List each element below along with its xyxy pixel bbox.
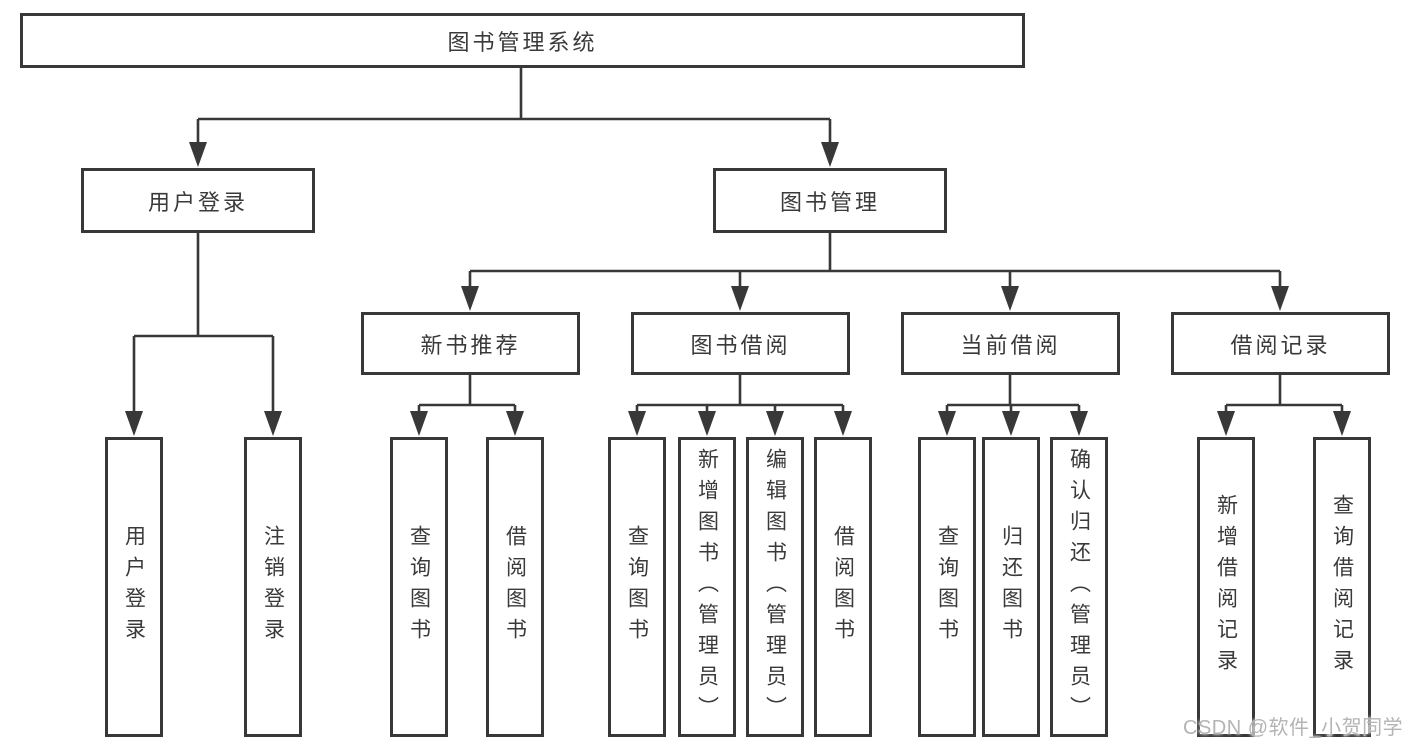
arrowhead [938, 411, 956, 436]
node-book-borrowing: 图书借阅 [631, 312, 850, 375]
arrowhead [1217, 411, 1235, 436]
connector-new-book-recommendation-to-children [417, 375, 517, 413]
leaf-borrow-books-borrowing: 借阅图书 [814, 437, 872, 737]
arrowhead [1001, 286, 1019, 311]
node-current-borrowing: 当前借阅 [901, 312, 1120, 375]
arrowhead [834, 411, 852, 436]
arrowhead [506, 411, 524, 436]
node-user-login: 用户登录 [81, 168, 315, 233]
leaf-confirm-return-admin: 确认归还（管理员） [1050, 437, 1108, 737]
arrowhead [766, 411, 784, 436]
connector-book-borrowing-to-children [635, 375, 845, 413]
arrowhead [189, 142, 207, 167]
arrowhead [1002, 411, 1020, 436]
connector-user-login-to-children [132, 233, 275, 413]
leaf-edit-book-admin: 编辑图书（管理员） [746, 437, 804, 737]
leaf-logout: 注销登录 [244, 437, 302, 737]
connector-borrowing-records-to-children [1224, 375, 1344, 413]
node-book-management: 图书管理 [713, 168, 947, 233]
leaf-query-borrow-record: 查询借阅记录 [1313, 437, 1371, 737]
node-library-management-system: 图书管理系统 [20, 13, 1025, 68]
node-borrowing-records: 借阅记录 [1171, 312, 1390, 375]
arrowhead [731, 286, 749, 311]
leaf-query-books-recommend: 查询图书 [390, 437, 448, 737]
leaf-query-books-borrowing: 查询图书 [608, 437, 666, 737]
leaf-user-login: 用户登录 [105, 437, 163, 737]
arrowhead [1070, 411, 1088, 436]
leaf-borrow-books-recommend: 借阅图书 [486, 437, 544, 737]
arrowhead [410, 411, 428, 436]
arrowhead [698, 411, 716, 436]
leaf-query-books-current: 查询图书 [918, 437, 976, 737]
arrowhead [1271, 286, 1289, 311]
leaf-return-book: 归还图书 [982, 437, 1040, 737]
arrowhead [1333, 411, 1351, 436]
arrowhead [125, 411, 143, 436]
watermark-text: CSDN @软件_小贺同学 [1183, 717, 1404, 739]
connector-root-to-children [196, 66, 832, 144]
leaf-add-book-admin: 新增图书（管理员） [678, 437, 736, 737]
arrowhead [461, 286, 479, 311]
arrowheads [125, 142, 1351, 436]
arrowhead [821, 142, 839, 167]
arrowhead [264, 411, 282, 436]
leaf-add-borrow-record: 新增借阅记录 [1197, 437, 1255, 737]
arrowhead [628, 411, 646, 436]
node-new-book-recommendation: 新书推荐 [361, 312, 580, 375]
connector-book-management-to-children [468, 233, 1282, 288]
connector-current-borrowing-to-children [945, 375, 1081, 413]
